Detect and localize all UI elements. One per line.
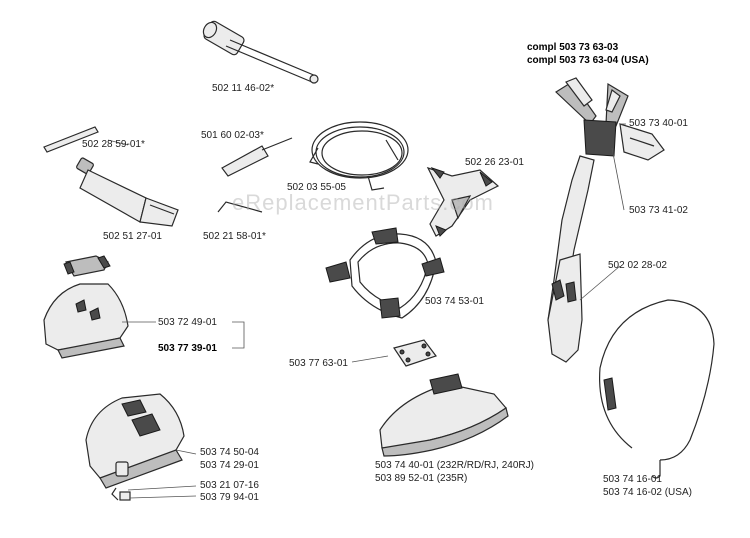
trimmer-line-coil-part — [309, 121, 409, 191]
part-label-503-73-40-01: 503 73 40-01 — [629, 118, 688, 129]
compl-label-1: compl 503 73 63-03 — [527, 42, 619, 53]
part-label-501-60-02-03: 501 60 02-03* — [201, 130, 264, 141]
grease-tube-part — [76, 157, 179, 227]
part-label-502-11-46-02: 502 11 46-02* — [212, 83, 275, 94]
pin-part — [43, 126, 99, 153]
part-label-503-21-07-16: 503 21 07-16 — [200, 480, 259, 491]
part-label-503-77-39-01: 503 77 39-01 — [158, 343, 217, 354]
part-label-502-21-58-01: 502 21 58-01* — [203, 231, 266, 242]
hex-key-part — [217, 201, 263, 213]
part-label-503-74-53-01: 503 74 53-01 — [425, 296, 484, 307]
part-label-503-74-29-01: 503 74 29-01 — [200, 460, 259, 471]
watermark: eReplacementParts.com — [232, 190, 494, 215]
support-ring-part — [325, 227, 445, 319]
part-label-503-74-16-02: 503 74 16-02 (USA) — [603, 487, 692, 498]
part-label-502-28-59-01: 502 28 59-01* — [82, 139, 145, 150]
harness-part — [547, 77, 665, 363]
part-label-503-74-16-01: 503 74 16-01 — [603, 474, 662, 485]
part-label-503-74-40-01: 503 74 40-01 (232R/RD/RJ, 240RJ) — [375, 460, 534, 471]
trimmer-guard-part — [43, 255, 129, 359]
shoulder-strap-part — [599, 299, 715, 479]
blade-guard-part — [85, 393, 185, 489]
part-label-503-74-50-04: 503 74 50-04 — [200, 447, 259, 458]
compl-label-2: compl 503 73 63-04 (USA) — [527, 55, 649, 66]
small-plate-part — [393, 339, 437, 367]
leader-lines — [107, 123, 626, 499]
screwdriver-part — [221, 137, 293, 177]
part-label-503-72-49-01: 503 72 49-01 — [158, 317, 217, 328]
part-label-503-77-63-01: 503 77 63-01 — [289, 358, 348, 369]
part-label-502-03-55-05: 502 03 55-05 — [287, 182, 346, 193]
part-label-502-26-23-01: 502 26 23-01 — [465, 157, 524, 168]
plate-part — [426, 166, 500, 237]
part-label-502-51-27-01: 502 51 27-01 — [103, 231, 162, 242]
part-label-502-02-28-02: 502 02 28-02 — [608, 260, 667, 271]
socket-wrench-part — [202, 20, 319, 84]
part-label-503-73-41-02: 503 73 41-02 — [629, 205, 688, 216]
part-label-503-89-52-01: 503 89 52-01 (235R) — [375, 473, 468, 484]
clip-part — [111, 487, 131, 501]
part-label-503-79-94-01: 503 79 94-01 — [200, 492, 259, 503]
saw-blade-guard-part — [379, 373, 509, 457]
